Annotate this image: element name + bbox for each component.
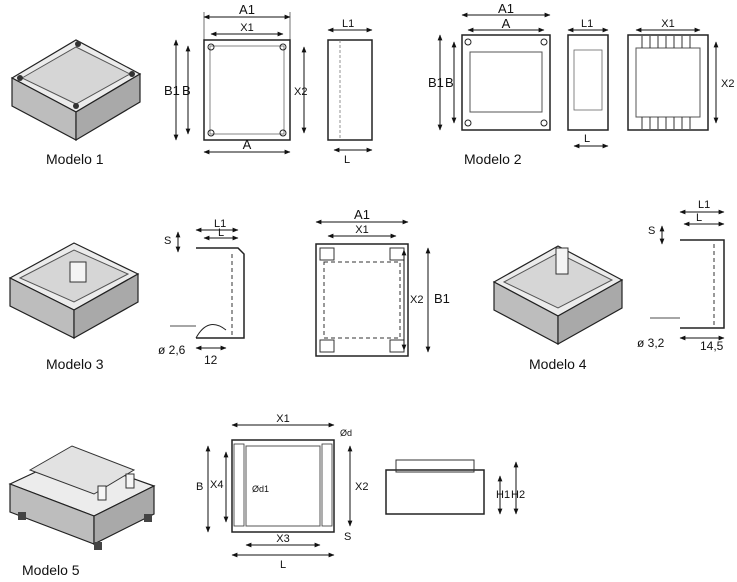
label-x1: X1 [240, 22, 253, 34]
label-d26: ø 2,6 [158, 343, 186, 357]
label-x2-c: X2 [410, 294, 423, 306]
model-2-front-view [437, 12, 551, 131]
label-b-m5: B [196, 481, 203, 493]
label-l-m5: L [280, 559, 286, 571]
label-l1-m3: L1 [214, 218, 226, 230]
label-x1-m5: X1 [276, 413, 289, 425]
label-a1: A1 [239, 2, 255, 17]
label-d32: ø 3,2 [637, 336, 665, 350]
model-3-box-3d [8, 242, 140, 340]
label-b1: B1 [164, 83, 180, 98]
caption-modelo-5: Modelo 5 [22, 562, 80, 578]
label-x2-m5: X2 [355, 481, 368, 493]
label-a-m2: A [502, 16, 511, 31]
label-h2: H2 [511, 489, 525, 501]
caption-modelo-1: Modelo 1 [46, 151, 104, 167]
label-l-m2: L [584, 133, 590, 145]
label-b: B [182, 83, 191, 98]
label-l1: L1 [342, 18, 354, 30]
label-x1-c: X1 [355, 224, 368, 236]
label-l1-m2: L1 [581, 18, 593, 30]
label-145: 14,5 [700, 339, 724, 353]
caption-modelo-4: Modelo 4 [529, 356, 587, 372]
label-x3: X3 [276, 533, 289, 545]
label-b1-m2: B1 [428, 75, 444, 90]
label-od1: Ød1 [252, 484, 269, 494]
label-12: 12 [204, 353, 218, 367]
label-x2: X2 [294, 86, 307, 98]
label-l: L [344, 154, 350, 166]
caption-modelo-3: Modelo 3 [46, 356, 104, 372]
label-x2-m2: X2 [721, 78, 734, 90]
model-5-top-view [205, 422, 353, 558]
label-b-m2: B [445, 75, 454, 90]
model-5-box-3d [8, 445, 156, 550]
center-top-view [315, 219, 431, 357]
label-l-m4: L [696, 212, 702, 224]
label-a1-m2: A1 [498, 1, 514, 16]
model-1-side-view [327, 27, 373, 153]
model-1-box-3d [10, 39, 142, 142]
label-s-m4: S [648, 225, 655, 237]
model-1-top-view [173, 12, 307, 155]
model-4-section-view [650, 209, 725, 341]
model-5-side-view [385, 459, 519, 515]
label-h1: H1 [496, 489, 510, 501]
label-b1-c: B1 [434, 291, 450, 306]
model-4-box-3d [492, 245, 624, 346]
model-2-side-view [567, 27, 609, 149]
label-x1-m2: X1 [661, 18, 674, 30]
label-l-m3: L [218, 227, 224, 239]
label-a1-c: A1 [354, 207, 370, 222]
caption-modelo-2: Modelo 2 [464, 151, 522, 167]
label-s-m5: S [344, 531, 351, 543]
label-l1-m4: L1 [698, 199, 710, 211]
label-s-m3: S [164, 235, 171, 247]
label-a: A [243, 137, 252, 152]
model-3-section-view [170, 227, 245, 351]
label-x4: X4 [210, 479, 223, 491]
model-2-ribbed-view [627, 27, 719, 131]
label-od: Ød [340, 428, 352, 438]
